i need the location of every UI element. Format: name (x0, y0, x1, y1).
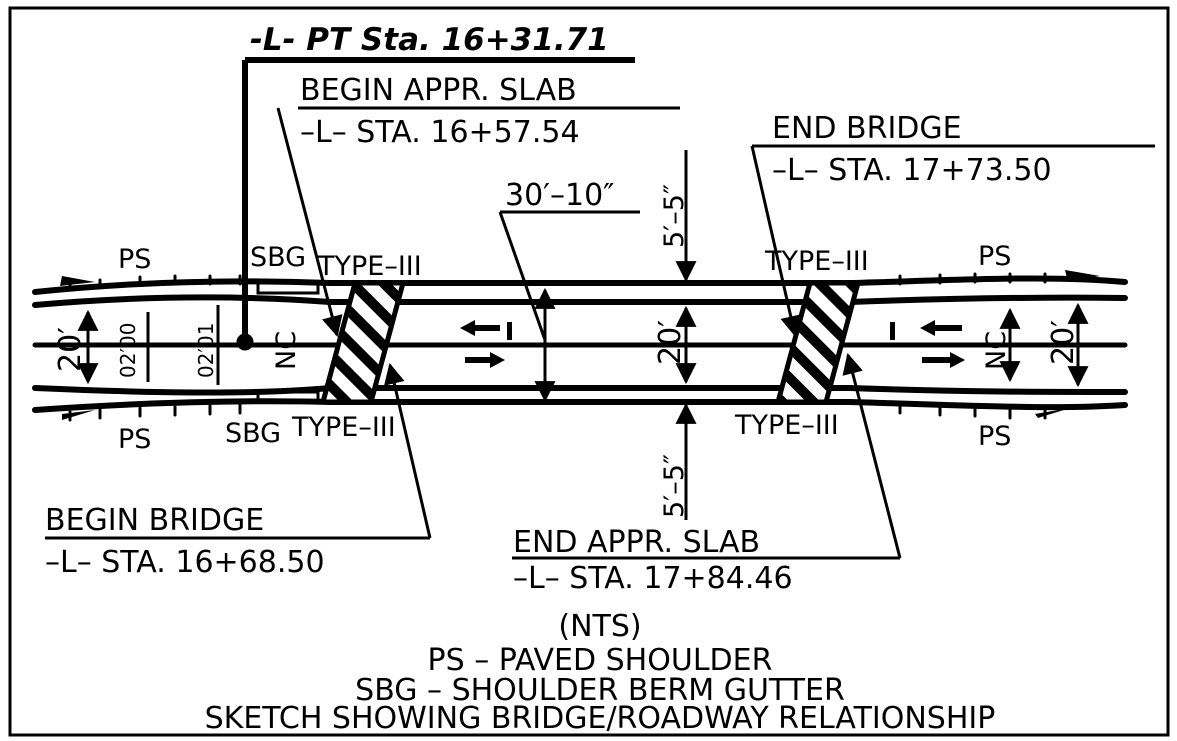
nc-left: NC (271, 331, 302, 370)
ps-definition: PS – PAVED SHOULDER (428, 643, 773, 678)
arrow-right-begin (465, 352, 505, 368)
width-right-dim: 20′ (1046, 320, 1081, 365)
type-iii-top-left: TYPE–III (317, 251, 422, 282)
pt-station-label: -L- PT Sta. 16+31.71 (250, 22, 609, 58)
offset-bottom-dim: 5′–5″ (659, 454, 690, 518)
ps-top-right: PS (978, 241, 1011, 272)
traffic-arrows (460, 320, 965, 368)
approach-slab-begin (319, 280, 407, 405)
dimension-lines (77, 150, 1089, 520)
approach-slab-end (774, 280, 862, 405)
sbg-top: SBG (250, 242, 306, 273)
nts-note: (NTS) (558, 609, 641, 644)
small-left-dim-1: 02′00 (116, 323, 140, 378)
end-appr-slab-title: END APPR. SLAB (513, 525, 760, 560)
begin-appr-slab-station: –L– STA. 16+57.54 (300, 115, 580, 150)
sbg-definition: SBG – SHOULDER BERM GUTTER (355, 673, 845, 708)
type-iii-bottom-right: TYPE–III (734, 410, 839, 441)
sbg-bottom: SBG (225, 418, 281, 449)
ps-bottom-right: PS (978, 421, 1011, 452)
edge-bottom-outer (32, 398, 1128, 413)
nc-right: NC (981, 331, 1012, 370)
edge-top-inner (32, 294, 1128, 308)
arrow-right-end (922, 352, 965, 368)
ps-bottom-left: PS (118, 424, 151, 455)
sheet-border (8, 6, 1170, 737)
type-iii-bottom-left: TYPE–III (291, 412, 396, 443)
width-left-dim: 20′ (53, 327, 88, 372)
small-left-dim-2: 02′01 (194, 323, 218, 378)
end-bridge-station: –L– STA. 17+73.50 (772, 153, 1052, 188)
end-bridge-title: END BRIDGE (772, 111, 962, 146)
arrow-left-end (920, 320, 962, 336)
begin-bridge-station: –L– STA. 16+68.50 (45, 545, 325, 580)
type-iii-top-right: TYPE–III (764, 246, 869, 277)
ps-top-left: PS (118, 244, 151, 275)
begin-appr-slab-title: BEGIN APPR. SLAB (300, 73, 577, 108)
arrow-left-begin (460, 320, 500, 336)
width-center-dim: 20′ (653, 320, 688, 365)
sketch-caption: SKETCH SHOWING BRIDGE/ROADWAY RELATIONSH… (205, 701, 996, 736)
edge-bottom-inner (32, 385, 1128, 396)
end-appr-slab-station: –L– STA. 17+84.46 (513, 561, 793, 596)
edge-top-outer (32, 275, 1128, 295)
callout-leaders (45, 106, 1155, 560)
sbg-gutters (256, 281, 320, 404)
slab-length-dim: 30′–10″ (505, 178, 614, 213)
offset-top-dim: 5′–5″ (659, 184, 690, 248)
begin-bridge-title: BEGIN BRIDGE (45, 503, 264, 538)
